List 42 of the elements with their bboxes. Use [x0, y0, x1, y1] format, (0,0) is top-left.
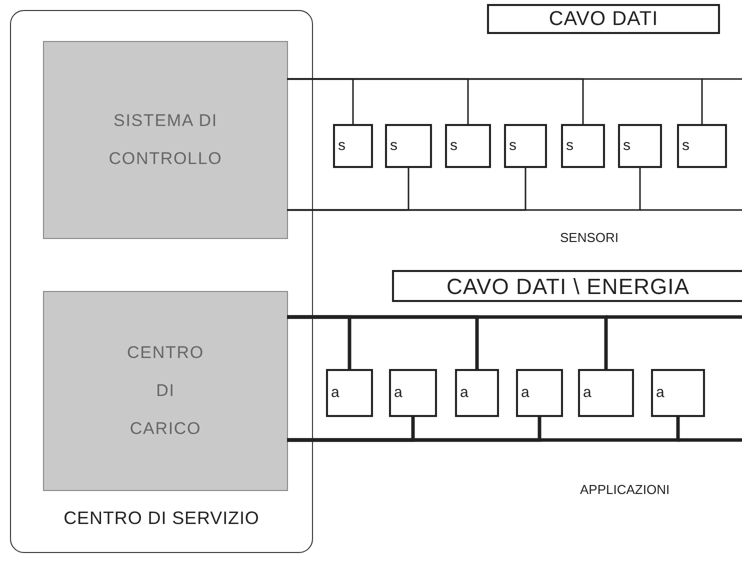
node-text: a	[583, 382, 592, 403]
node-text: a	[656, 382, 664, 403]
device-box	[677, 124, 727, 168]
bus-connector	[287, 315, 608, 369]
device-box	[445, 124, 491, 168]
device-box	[651, 369, 705, 417]
node-text: s	[623, 136, 630, 156]
group-label: SENSORI	[560, 229, 619, 247]
shaded-box	[43, 291, 288, 491]
device-box	[561, 124, 605, 168]
node-text: s	[450, 136, 458, 156]
device-box	[618, 124, 662, 168]
node-text: s	[338, 136, 346, 156]
node-text: s	[566, 136, 574, 156]
node-text: SISTEMA DI CONTROLLO	[108, 110, 222, 170]
bus-connector	[287, 417, 680, 442]
node-text: CAVO DATI \ ENERGIA	[446, 272, 690, 300]
node-text: a	[521, 382, 530, 403]
node-text: a	[394, 382, 402, 403]
device-box	[385, 124, 432, 168]
device-box	[516, 369, 563, 417]
node-text: s	[682, 136, 690, 156]
node-text: s	[509, 136, 516, 156]
bus-connector	[287, 168, 641, 211]
bus-connector	[287, 78, 703, 124]
device-box	[578, 369, 634, 417]
device-box	[326, 369, 373, 417]
device-box	[389, 369, 437, 417]
cable-box	[392, 270, 742, 302]
shaded-box	[43, 41, 288, 239]
cable-box	[487, 4, 720, 34]
node-text: a	[331, 382, 340, 403]
node-text: a	[460, 382, 468, 403]
node-text: CENTRO DI CARICO	[127, 342, 204, 440]
node-text: CAVO DATI	[548, 7, 658, 32]
node-text: CENTRO DI SERVIZIO	[64, 507, 260, 530]
service-center-frame	[10, 10, 313, 553]
device-box	[455, 369, 499, 417]
node-text: s	[390, 136, 398, 156]
group-label: APPLICAZIONI	[580, 481, 670, 499]
device-box	[333, 124, 373, 168]
device-box	[504, 124, 547, 168]
